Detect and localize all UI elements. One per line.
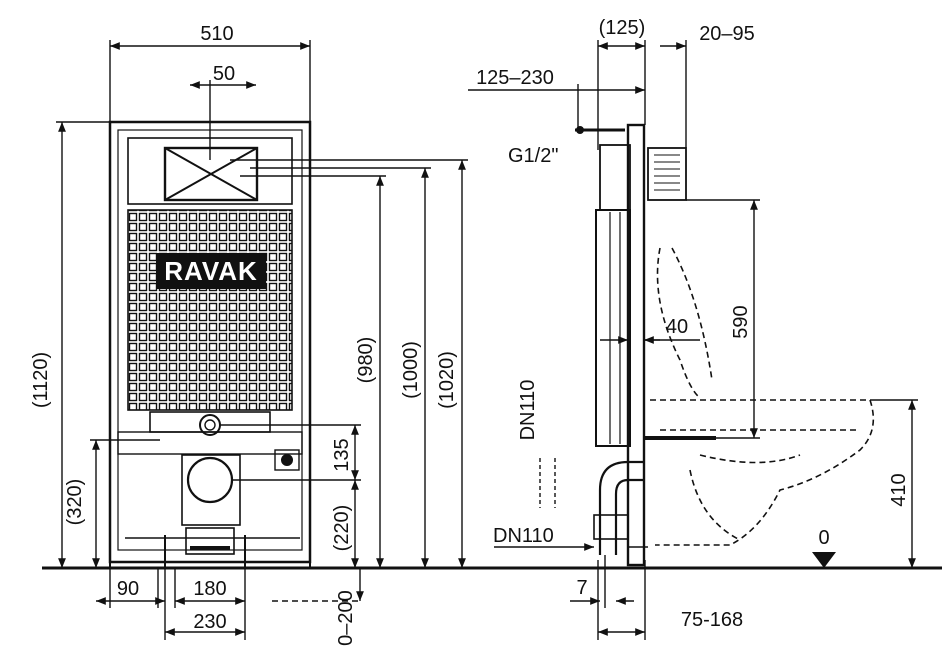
brand-logo: RAVAK (164, 256, 258, 286)
dim-20-95: 20–95 (699, 23, 755, 45)
dim-135: 135 (331, 438, 353, 471)
dim-220: (220) (331, 505, 353, 552)
dim-180: 180 (193, 578, 226, 600)
dim-90: 90 (117, 578, 139, 600)
dn110-label: DN110 (493, 525, 554, 547)
dim-230: 230 (193, 611, 226, 633)
dim-1020: (1020) (436, 351, 458, 409)
dim-1120: (1120) (30, 352, 52, 408)
front-view (108, 120, 312, 568)
logo-badge (156, 253, 266, 289)
dim-40: 40 (666, 316, 688, 338)
dim-125: (125) (599, 17, 646, 39)
dim-1000: (1000) (400, 341, 422, 399)
dn110-vertical-label: DN110 (517, 380, 539, 441)
dim-50: 50 (213, 63, 235, 85)
dim-510: 510 (200, 23, 233, 45)
dim-980: (980) (355, 337, 377, 384)
floor-level-label: 0 (818, 527, 829, 549)
dim-590: 590 (730, 305, 752, 338)
dim-0-200: 0–200 (335, 590, 357, 646)
dim-320: (320) (64, 479, 86, 526)
dim-75-168: 75-168 (681, 609, 743, 631)
side-view (575, 123, 875, 567)
dim-7: 7 (576, 577, 587, 599)
floor-level-marker (812, 552, 836, 568)
dim-410: 410 (888, 473, 910, 506)
water-inlet-label: G1/2" (508, 145, 558, 167)
dim-125-230: 125–230 (476, 67, 554, 89)
